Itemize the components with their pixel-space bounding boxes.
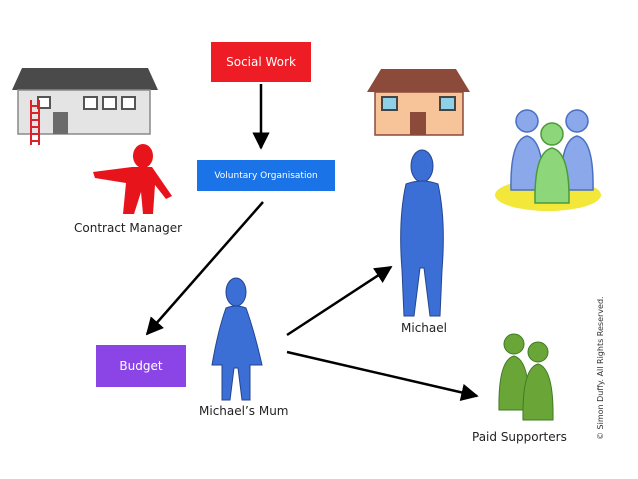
contract-manager-label: Contract Manager: [74, 221, 183, 235]
michael-figure: [400, 149, 444, 317]
arrow-mum-to-michael: [286, 265, 393, 337]
budget-box: Budget: [96, 345, 186, 387]
voluntary-organisation-box: Voluntary Organisation: [197, 160, 335, 191]
house-icon: [367, 69, 470, 136]
contract-manager-figure: [93, 144, 172, 214]
community-group-icon: [495, 109, 601, 211]
paid-supporters-label: Paid Supporters: [472, 430, 567, 444]
arrow-voluntary-to-budget: [145, 201, 264, 336]
michaels-mum-figure: [211, 277, 263, 401]
social-work-box: Social Work: [211, 42, 311, 82]
michael-label: Michael: [401, 321, 447, 335]
arrow-mum-to-supporters: [286, 350, 479, 401]
office-building-icon: [12, 68, 158, 145]
paid-supporters-figures: [498, 333, 554, 421]
copyright-notice: © Simon Duffy. All Rights Reserved.: [596, 296, 605, 440]
michaels-mum-label: Michael’s Mum: [199, 404, 289, 418]
